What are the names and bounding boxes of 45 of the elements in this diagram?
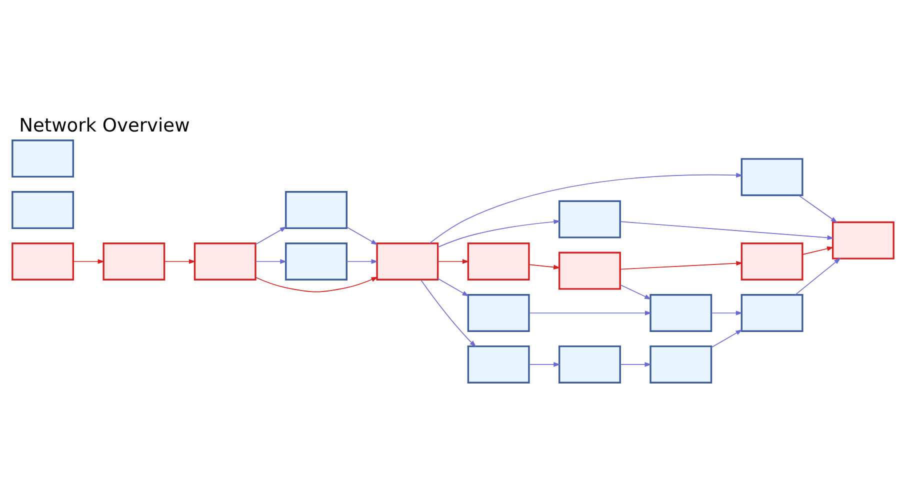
arrow <box>710 329 742 348</box>
arrow <box>620 260 743 270</box>
arrow <box>255 258 287 264</box>
arrow <box>437 258 470 264</box>
arrow <box>346 258 378 264</box>
node-box <box>740 158 804 196</box>
node-box <box>467 344 530 383</box>
arrow <box>795 257 841 295</box>
node-box <box>285 190 348 228</box>
arrow <box>528 310 652 315</box>
node-box <box>558 200 621 238</box>
node-box <box>558 251 621 290</box>
node-box <box>558 344 621 383</box>
node-box <box>467 294 530 332</box>
node-box <box>740 242 804 280</box>
arrow <box>437 278 470 296</box>
node-box <box>740 294 804 332</box>
node-box <box>467 242 530 280</box>
node-box <box>650 344 712 383</box>
node-box <box>376 242 439 280</box>
node-box <box>832 220 894 259</box>
arrow <box>620 220 834 240</box>
arrow <box>420 279 476 347</box>
arrow <box>255 226 287 244</box>
node-box <box>102 242 166 280</box>
arrow <box>528 362 560 366</box>
node-box <box>12 190 74 228</box>
arrow <box>429 172 743 244</box>
arrow <box>346 226 378 244</box>
node-box <box>12 242 74 280</box>
node-box <box>194 242 256 280</box>
arrow <box>798 194 838 222</box>
arrow <box>255 276 378 292</box>
arrow <box>528 264 560 269</box>
diagram-title: Network Overview <box>19 115 190 136</box>
node-box <box>650 294 712 332</box>
arrow <box>72 258 105 264</box>
arrow <box>710 310 743 315</box>
node-box <box>12 139 74 178</box>
arrow <box>802 246 834 254</box>
arrow <box>437 218 560 248</box>
arrow <box>164 258 196 264</box>
node-box <box>285 242 348 280</box>
arrow <box>620 284 652 299</box>
arrow <box>620 362 652 366</box>
